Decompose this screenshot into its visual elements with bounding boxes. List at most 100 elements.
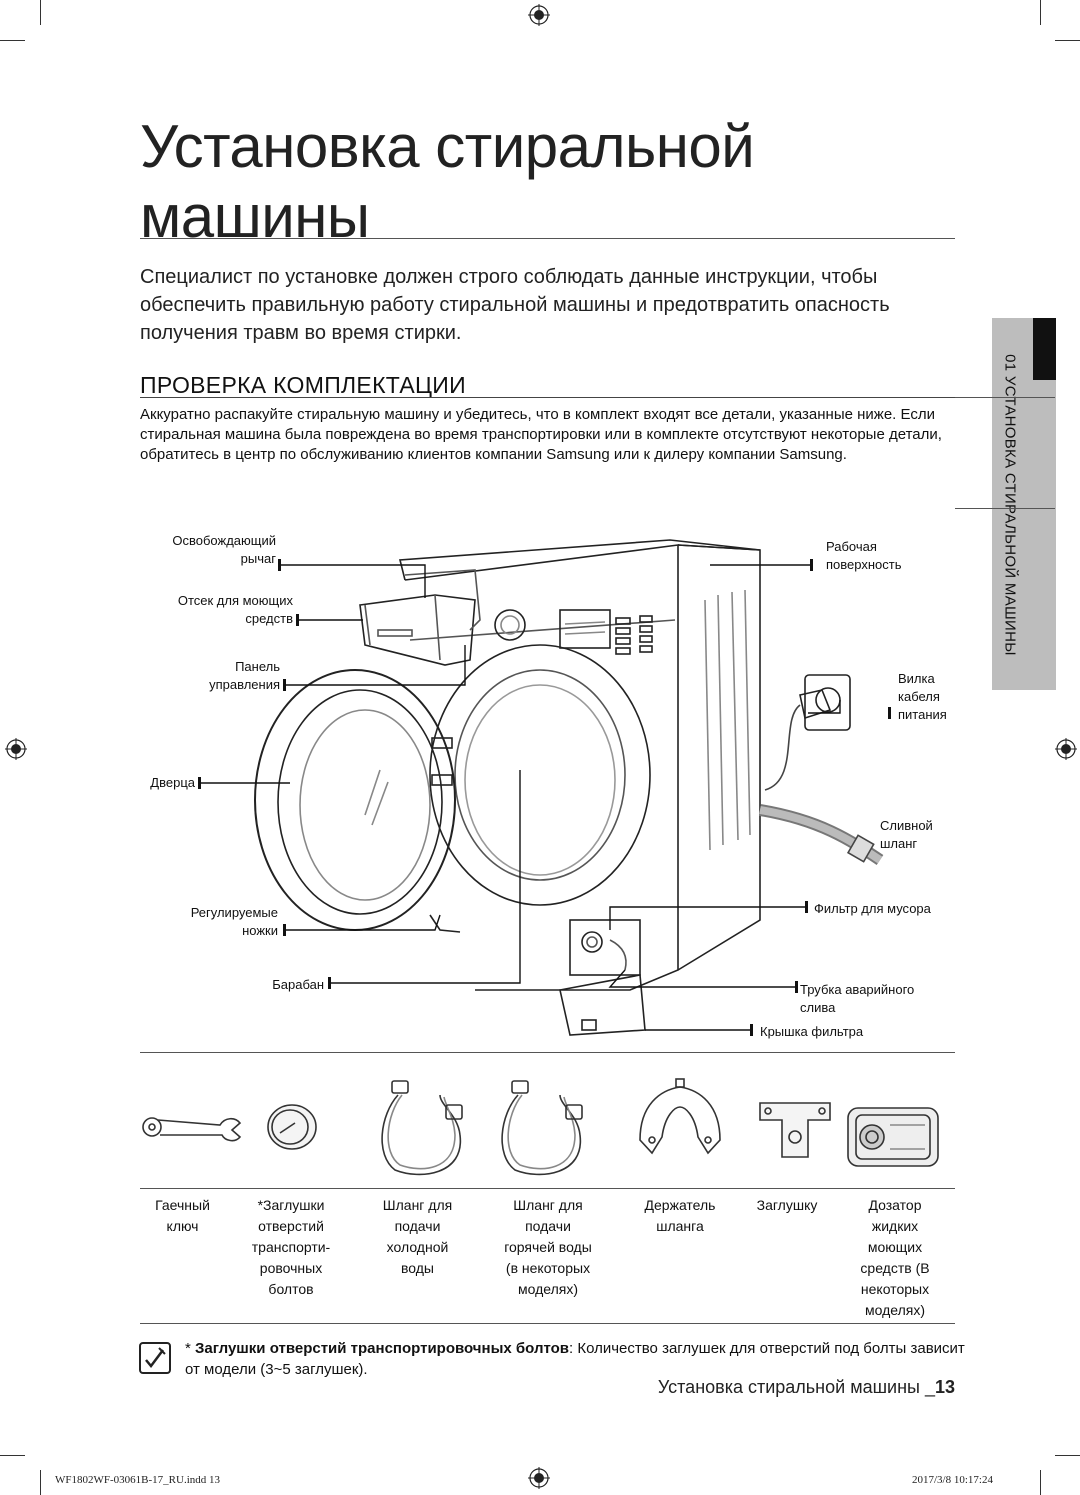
machine-front-outline bbox=[404, 544, 679, 991]
accessory-label-line: холодной bbox=[386, 1239, 449, 1255]
cold-hose-icon bbox=[381, 1080, 463, 1176]
label-door: Дверца bbox=[150, 775, 195, 790]
accessory-label-line: горячей воды bbox=[504, 1239, 592, 1255]
program-dial bbox=[494, 609, 526, 641]
chapter-side-tab-label-wrap: 01 УСТАНОВКА СТИРАЛЬНОЙ МАШИНЫ bbox=[990, 320, 1030, 690]
page-footer: Установка стиральной машины _13 bbox=[658, 1377, 955, 1398]
accessory-label-line: моделях) bbox=[517, 1281, 578, 1297]
door-opening bbox=[429, 644, 651, 906]
accessory-label-line: жидких bbox=[871, 1218, 919, 1234]
hole-cap-icon bbox=[267, 1104, 317, 1150]
registration-mark-icon bbox=[5, 738, 27, 760]
accessories-illustrations bbox=[142, 1078, 939, 1176]
crop-mark bbox=[40, 0, 41, 25]
plug-cap-icon bbox=[759, 1102, 831, 1158]
accessory-label-line: (в некоторых bbox=[505, 1260, 591, 1276]
side-tab-divider bbox=[955, 508, 1055, 509]
label-debris-filter: Фильтр для мусора bbox=[814, 901, 931, 916]
filter-cover bbox=[559, 974, 646, 1036]
accessory-hot-hose-label: Шланг для подачи горячей воды (в некоторых м… bbox=[483, 1195, 613, 1300]
section-heading-underline bbox=[140, 397, 955, 398]
open-door bbox=[254, 669, 456, 931]
accessories-bottom-divider bbox=[140, 1323, 955, 1324]
registration-mark-icon bbox=[1055, 738, 1077, 760]
accessories-top-divider bbox=[140, 1052, 955, 1053]
page-title-line1: Установка стиральной bbox=[140, 113, 755, 180]
accessory-label-line: моющих bbox=[867, 1239, 923, 1255]
accessory-label-line: ключ bbox=[166, 1218, 199, 1234]
crop-mark bbox=[40, 1470, 41, 1495]
crop-mark bbox=[1040, 1470, 1041, 1495]
accessory-label-line: отверстий bbox=[258, 1218, 324, 1234]
accessory-hole-caps-label: *Заглушки отверстий транспорти-ровочных бол… bbox=[236, 1195, 346, 1300]
accessory-cold-hose-label: Шланг для подачи холодной воды bbox=[360, 1195, 475, 1279]
chapter-side-tab bbox=[992, 318, 1056, 690]
accessory-label-line: подачи bbox=[394, 1218, 441, 1234]
crop-mark bbox=[1055, 40, 1080, 41]
print-date-info: 2017/3/8 10:17:24 bbox=[912, 1474, 993, 1486]
accessory-label-line: подачи bbox=[525, 1218, 571, 1234]
control-display bbox=[559, 609, 611, 649]
print-file-info: WF1802WF-03061B-17_RU.indd 13 bbox=[55, 1474, 220, 1486]
liquid-dispenser-icon bbox=[847, 1107, 939, 1167]
accessory-label-line: транспорти- bbox=[251, 1239, 331, 1255]
registration-mark-icon bbox=[528, 4, 550, 26]
accessory-label-line: Заглушку bbox=[756, 1197, 818, 1213]
accessory-plug-cap-label: Заглушку bbox=[742, 1195, 832, 1216]
footnote-text: : Количество заглушек для отверстий под … bbox=[185, 1340, 965, 1378]
accessory-label-line: Шланг для bbox=[513, 1197, 583, 1213]
accessory-label-line: моделях) bbox=[864, 1302, 925, 1318]
accessory-label-line: воды bbox=[401, 1260, 434, 1276]
accessory-label-line: болтов bbox=[268, 1281, 314, 1297]
intro-text: Специалист по установке должен строго со… bbox=[140, 266, 890, 344]
page-title-line2: машины bbox=[140, 183, 370, 250]
side-tab-divider bbox=[955, 397, 1055, 398]
page-title: Установка стиральной машины bbox=[140, 112, 755, 252]
section-paragraph: Аккуратно распакуйте стиральную машину и… bbox=[140, 406, 942, 463]
hose-guide-icon bbox=[639, 1078, 721, 1155]
power-plug bbox=[799, 689, 832, 720]
crop-mark bbox=[0, 40, 25, 41]
footnote-bold: Заглушки отверстий транспортировочных бо… bbox=[195, 1340, 570, 1357]
machine-side-outline bbox=[677, 544, 761, 971]
accessory-label-line: некоторых bbox=[860, 1281, 930, 1297]
accessory-label-line: *Заглушки bbox=[257, 1197, 325, 1213]
accessory-label-line: Держатель bbox=[644, 1197, 716, 1213]
footnote: * Заглушки отверстий транспортировочных … bbox=[185, 1340, 965, 1378]
accessory-label-line: ровочных bbox=[259, 1260, 323, 1276]
accessory-label-line: Гаечный bbox=[155, 1197, 210, 1213]
chapter-side-tab-marker bbox=[1033, 318, 1056, 380]
wall-socket bbox=[804, 674, 851, 731]
accessory-label-line: Дозатор bbox=[868, 1197, 922, 1213]
accessory-liquid-dispenser-label: Дозатор жидких моющих средств (В некоторых мо… bbox=[840, 1195, 950, 1321]
accessory-hose-guide-label: Держатель шланга bbox=[625, 1195, 735, 1237]
accessory-label-line: Шланг для bbox=[382, 1197, 453, 1213]
accessory-label-line: средств (В bbox=[860, 1260, 930, 1276]
crop-mark bbox=[1055, 1455, 1080, 1456]
hot-hose-icon bbox=[501, 1080, 583, 1176]
label-drum: Барабан bbox=[272, 977, 324, 992]
washing-machine-diagram bbox=[198, 539, 891, 1036]
footer-title: Установка стиральной машины _ bbox=[657, 1377, 935, 1397]
filter-hatch bbox=[569, 919, 641, 976]
chapter-side-tab-label: 01 УСТАНОВКА СТИРАЛЬНОЙ МАШИНЫ bbox=[1001, 354, 1019, 656]
accessory-label-line: шланга bbox=[656, 1218, 704, 1234]
accessories-label-divider bbox=[140, 1188, 955, 1189]
title-underline bbox=[140, 238, 955, 239]
accessory-spanner-label: Гаечный ключ bbox=[140, 1195, 225, 1237]
registration-mark-icon bbox=[528, 1467, 550, 1489]
crop-mark bbox=[0, 1455, 25, 1456]
crop-mark bbox=[1040, 0, 1041, 25]
note-pencil-icon bbox=[139, 1342, 171, 1374]
section-heading: ПРОВЕРКА КОМПЛЕКТАЦИИ bbox=[140, 372, 466, 398]
page-number: 13 bbox=[934, 1377, 955, 1397]
label-filter-cover: Крышка фильтра bbox=[760, 1024, 864, 1039]
